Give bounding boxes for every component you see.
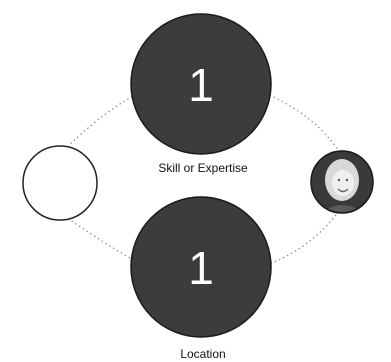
- skill-count: 1: [188, 59, 214, 111]
- location-count: 1: [188, 242, 214, 294]
- skill-node[interactable]: 1: [130, 13, 272, 155]
- connector-bottom-right: [244, 211, 339, 273]
- person-photo-icon: [312, 152, 372, 212]
- skill-badge: [130, 13, 272, 155]
- person-node[interactable]: [310, 150, 374, 214]
- location-badge: [130, 196, 272, 338]
- skill-label: Skill or Expertise: [158, 161, 248, 175]
- empty-node[interactable]: [22, 145, 98, 221]
- location-node[interactable]: 1: [130, 196, 272, 338]
- connector-top-right: [244, 83, 339, 151]
- location-label: Location: [180, 347, 225, 361]
